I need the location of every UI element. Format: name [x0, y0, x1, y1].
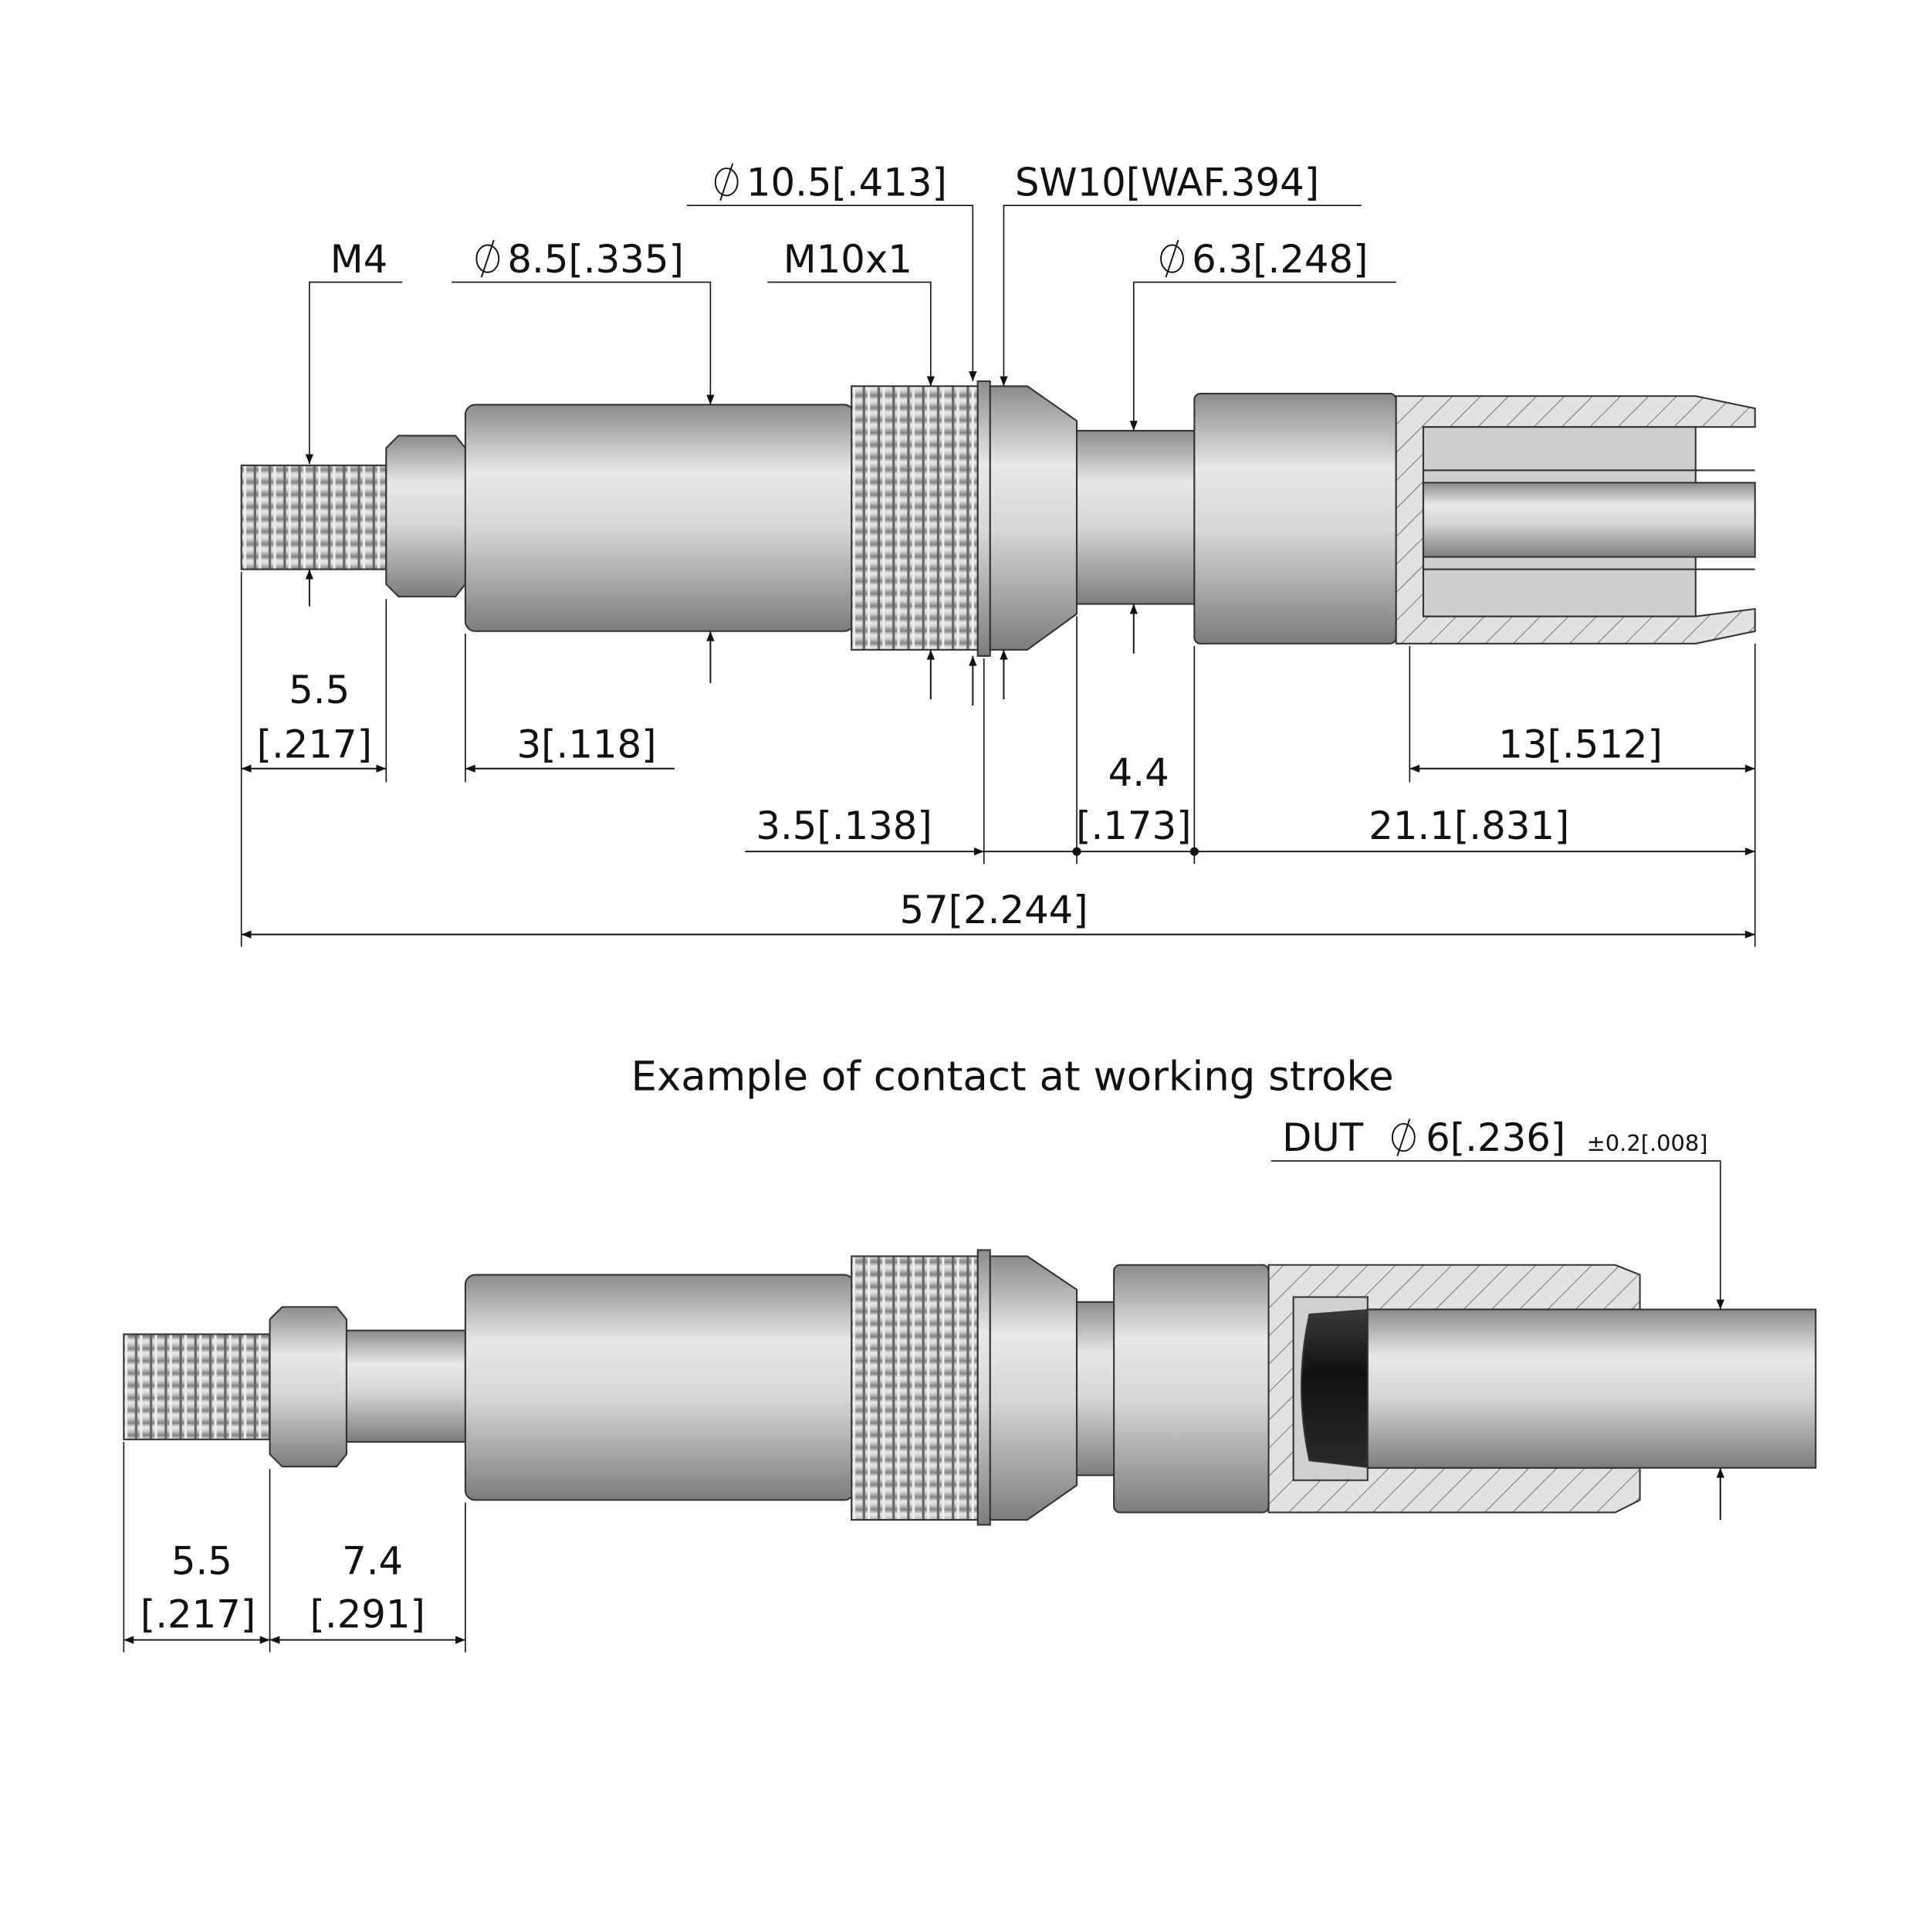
flange [976, 380, 991, 657]
diameter-icon [1160, 239, 1184, 279]
flange [976, 1249, 991, 1526]
top-dimensions: M4 8.5[.335] M10x1 10.5[.413] SW10[WAF.3… [240, 160, 1756, 947]
barrel [1113, 1264, 1270, 1514]
label-tolerance: ±0.2[.008] [1587, 1130, 1708, 1156]
body-cylinder [464, 404, 855, 632]
diameter-icon [475, 239, 500, 279]
bottom-dimensions: DUT 6[.236] ±0.2[.008] 5.5 [.217] 7.4 [.… [123, 1115, 1724, 1653]
plunger-shaft [345, 1329, 466, 1443]
hex-nut [269, 1306, 348, 1468]
probe-working-stroke [123, 1249, 1817, 1526]
label-dut: DUT [1282, 1115, 1364, 1160]
label-21-1: 21.1[.831] [1369, 804, 1569, 848]
dut-rod [1366, 1308, 1817, 1469]
label-173: [.173] [1076, 804, 1191, 848]
label-dia-6-3: 6.3[.248] [1192, 237, 1368, 282]
label-291: [.291] [310, 1592, 425, 1637]
m10-thread [851, 1255, 979, 1521]
m4-thread [123, 1333, 271, 1440]
hex-collar [989, 1255, 1078, 1521]
label-m10x1: M10x1 [783, 237, 912, 282]
label-3: 3[.118] [517, 722, 657, 766]
diameter-icon [1391, 1118, 1416, 1157]
label-217: [.217] [257, 722, 372, 766]
collet-section [1395, 395, 1756, 645]
label-13: 13[.512] [1498, 722, 1663, 766]
label-4-4: 4.4 [1108, 750, 1169, 795]
label-sw10: SW10[WAF.394] [1015, 160, 1319, 205]
bottom-view-title: Example of contact at working stroke [631, 1054, 1394, 1101]
neck-shaft [1075, 429, 1196, 605]
probe-top [240, 380, 1756, 657]
diameter-icon [714, 162, 739, 201]
label-5-5: 5.5 [289, 668, 350, 712]
hex-nut [385, 435, 466, 597]
label-5-5: 5.5 [171, 1539, 232, 1584]
hex-collar [989, 385, 1078, 651]
body-cylinder [464, 1274, 855, 1501]
label-7-4: 7.4 [342, 1539, 403, 1584]
label-m4: M4 [330, 237, 387, 282]
m10-thread [851, 385, 979, 651]
label-217: [.217] [140, 1592, 255, 1637]
neck-shaft [1075, 1301, 1118, 1477]
barrel [1193, 392, 1397, 645]
label-dia-6: 6[.236] [1426, 1115, 1565, 1160]
label-dia-8-5: 8.5[.335] [507, 237, 683, 282]
label-57: 57[2.244] [899, 888, 1088, 932]
contact-tip [1300, 1308, 1375, 1469]
m4-thread [240, 464, 387, 570]
label-3-5: 3.5[.138] [756, 804, 932, 848]
label-dia-10-5: 10.5[.413] [746, 160, 947, 205]
